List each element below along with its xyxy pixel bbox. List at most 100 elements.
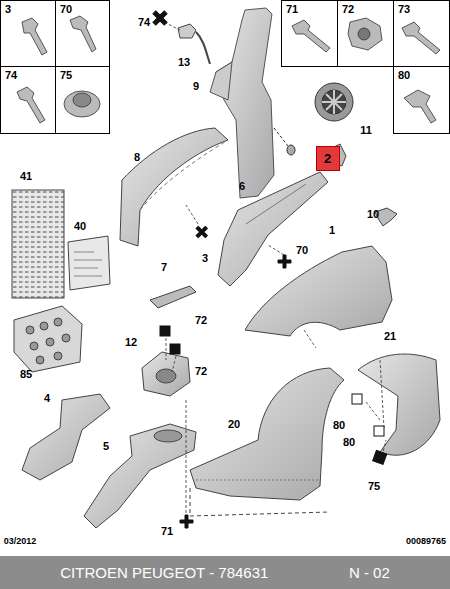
beam-part [246,184,306,224]
fender-part [245,246,392,336]
callout-number: 4 [44,393,50,404]
fender-part [245,246,392,336]
label-sheet [12,190,64,298]
fastener-icons [73,93,91,107]
fastener-marker [373,450,387,464]
fastener-icons [348,18,382,50]
arch-liner-upper [140,140,228,210]
callout-number: 2 [324,152,332,165]
clip-kit [30,342,38,350]
leader-line [380,360,384,428]
fastener-icons [292,20,330,52]
fastener-icons [70,16,96,52]
fastener-cell: 70 [55,0,110,67]
fastener-cell: 75 [55,66,110,134]
callout-number: 74 [5,70,51,81]
arch-liner-upper [120,128,228,246]
wheel-arch-liner [190,488,330,516]
fastener-icons [404,90,436,123]
bracket-part [150,286,196,308]
clip-kit [26,326,34,334]
callout-number: 75 [368,481,380,492]
grommet-part [274,83,353,155]
label-sheet [68,236,110,290]
callout-number: 10 [367,209,379,220]
clip-kit [54,318,62,326]
grommet-part [315,83,353,121]
side-member [154,430,182,442]
grommet-part [274,128,288,146]
wheel-arch-liner [358,354,440,455]
clip-kit [36,356,44,364]
grommet-part [287,145,295,155]
fastener-icons [22,18,47,55]
fastener-cell: 74 [0,66,56,134]
callout-number: 71 [286,4,333,15]
pillar-part [216,8,274,198]
callout-number: 3 [5,4,51,15]
callout-number: 12 [125,337,137,348]
callout-number: 71 [161,526,173,537]
callout-number: 5 [103,441,109,452]
callout-number: 40 [74,221,86,232]
callout-number: 1 [329,225,335,236]
fastener-marker [160,326,170,336]
fastener-marker [180,515,193,528]
footer-band: CITROEN PEUGEOT - 784631 N - 02 [0,556,450,589]
callout-number: 72 [342,4,389,15]
callout-number: 80 [343,437,355,448]
fastener-icons [402,22,440,54]
footer-text: N - 02 [349,565,390,580]
fastener-marker [149,7,387,528]
fastener-cell: 73 [393,0,450,67]
leader-line [186,205,198,224]
callout-number: 85 [20,369,32,380]
grommet-part [322,90,346,114]
leader-line [166,338,167,360]
fastener-marker [278,255,291,268]
callout-number: 6 [239,181,245,192]
clip-kit [40,322,48,330]
leader-line [366,402,380,420]
wheel-arch-liner [196,480,320,481]
callout-number: 72 [195,315,207,326]
label-sheet [74,252,102,276]
drawing-note: 03/2012 [4,537,37,546]
clip-kit [62,334,70,342]
fastener-icons [17,87,45,123]
leader-line [268,245,284,255]
clip-kit [54,352,62,360]
clip-part [178,24,196,38]
leader-line [304,330,316,348]
label-sheet [68,236,110,290]
callout-number: 21 [384,331,396,342]
callout-number: 41 [20,171,32,182]
callout-number: 13 [178,57,190,68]
callout-number: 70 [60,4,105,15]
callout-number: 3 [202,253,208,264]
mount-bracket [156,369,176,383]
callout-number: 75 [60,70,105,81]
clip-part [196,32,210,64]
fastener-cell: 80 [393,66,450,134]
wheel-arch-liner [190,368,344,516]
callout-number: 7 [161,262,167,273]
footer-text: CITROEN PEUGEOT - 784631 [60,565,268,580]
drawing-note: 00089765 [406,537,446,546]
fastener-cell: 72 [337,0,394,67]
leader-line [160,20,386,520]
side-member [84,424,196,528]
fastener-marker [374,426,384,436]
callout-number: 80 [333,420,345,431]
fastener-marker [149,7,172,30]
wheel-arch-liner [190,368,344,500]
callout-number: 70 [296,245,308,256]
clip-kit [46,338,54,346]
callout-number: 80 [398,70,445,81]
fastener-icons [64,91,100,117]
label-sheet [12,190,64,298]
wheel-arch-liner [358,354,440,455]
small-clip [332,144,397,226]
clip-kit [14,306,82,372]
